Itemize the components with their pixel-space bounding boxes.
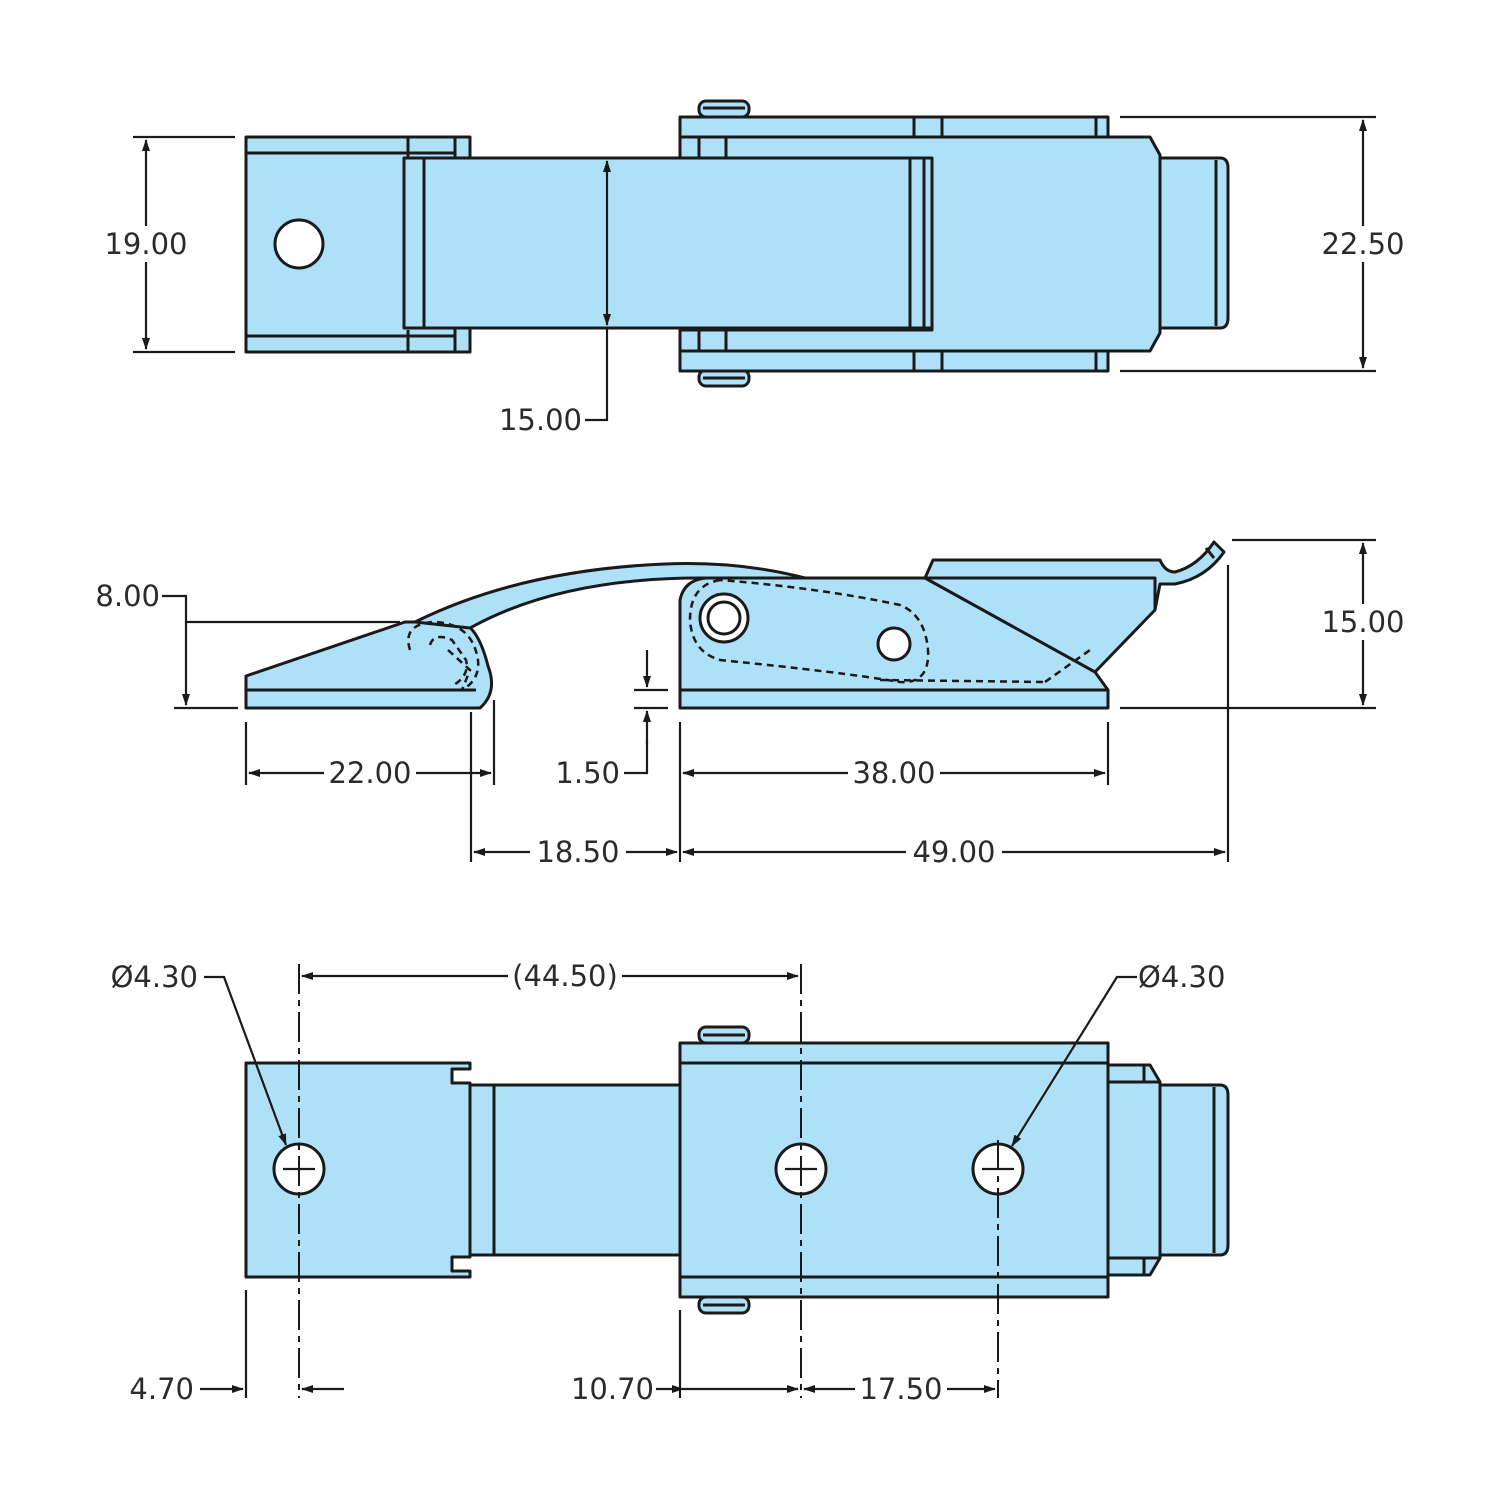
dimension-edge-offset: 4.70: [129, 1290, 344, 1406]
dim-width-left-label: 19.00: [104, 227, 187, 261]
dim-thickness-label: 1.50: [555, 756, 620, 790]
side-view: 8.00 15.00 1.50 22.00: [95, 538, 1405, 869]
strap-bottom: [468, 1083, 684, 1257]
dim-gap-label: 18.50: [536, 835, 619, 869]
dimension-height-left: 8.00: [95, 579, 400, 710]
latch-strap-top: [402, 140, 934, 345]
base-side: [678, 576, 1157, 710]
pivot-pins-side: [698, 592, 912, 662]
dimension-hole-spacing: (44.50): [301, 959, 799, 993]
dimension-thickness: 1.50: [555, 650, 668, 790]
dim-base-offset-label: 10.70: [571, 1372, 654, 1406]
lever-side: [923, 540, 1226, 612]
dim-edge-offset-label: 4.70: [129, 1372, 194, 1406]
dimension-hole-right: Ø4.30: [1011, 960, 1225, 1147]
dimension-hole-pitch: 17.50: [803, 1372, 996, 1406]
hook-arm-side: [413, 562, 807, 630]
dim-hole-spacing-label: (44.50): [512, 959, 618, 993]
dim-hole-right-label: Ø4.30: [1138, 960, 1225, 994]
dimension-width-right: 22.50: [1120, 115, 1405, 373]
dim-hole-left-label: Ø4.30: [111, 960, 198, 994]
top-view: 19.00 22.50 15.00: [104, 99, 1405, 437]
dim-base-length-label: 38.00: [852, 756, 935, 790]
base-body-top: [678, 115, 1230, 373]
dim-hole-pitch-label: 17.50: [859, 1372, 942, 1406]
dimension-height-right: 15.00: [1120, 538, 1405, 710]
extension-lines-side: [244, 565, 1230, 862]
dimension-base-offset: 10.70: [571, 1310, 799, 1406]
dimension-keeper-length: 22.00: [248, 756, 492, 790]
dimension-width-left: 19.00: [104, 135, 235, 354]
dimension-gap: 18.50: [473, 835, 678, 869]
base-bottom: [678, 1041, 1230, 1299]
mounting-holes-bottom: [272, 964, 1025, 1398]
dim-overall-label: 49.00: [912, 835, 995, 869]
dimension-overall: 49.00: [682, 835, 1226, 869]
keeper-plate-bottom: [244, 1061, 472, 1279]
dimension-strap-width: 15.00: [499, 160, 611, 437]
keeper-side: [244, 620, 494, 710]
dim-keeper-length-label: 22.00: [328, 756, 411, 790]
dimension-base-length: 38.00: [682, 756, 1106, 790]
secondary-pivot-pin: [876, 626, 912, 662]
dim-height-left-label: 8.00: [95, 579, 160, 613]
dim-height-right-label: 15.00: [1321, 605, 1404, 639]
dim-width-right-label: 22.50: [1321, 227, 1404, 261]
bottom-view: Ø4.30 Ø4.30 (44.50) 4.70 10.70 17.50: [111, 959, 1230, 1406]
dimension-hole-left: Ø4.30: [111, 960, 288, 1146]
hidden-lines-side: [407, 578, 1091, 692]
dim-strap-width-label: 15.00: [499, 403, 582, 437]
keeper-mount-hole: [273, 218, 325, 270]
